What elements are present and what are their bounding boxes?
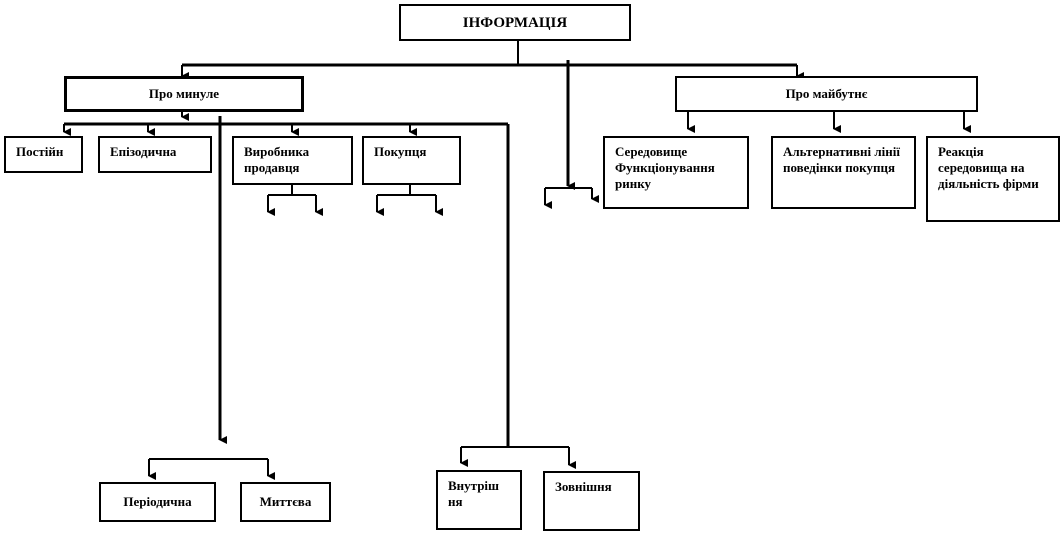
producer-seller-box: Виробника продавця (232, 136, 353, 185)
instant-label: Миттєва (259, 494, 312, 509)
episodic-box: Епізодична (98, 136, 212, 173)
periodic-box: Періодична (99, 482, 216, 522)
alternatives-label: Альтернативні лінії поведінки покупця (783, 144, 900, 175)
periodic-label: Періодична (123, 494, 192, 509)
constant-label: Постійн (16, 144, 64, 159)
external-label: Зовнішня (555, 479, 612, 494)
buyer-box: Покупця (362, 136, 461, 185)
external-box: Зовнішня (543, 471, 640, 531)
alternatives-box: Альтернативні лінії поведінки покупця (771, 136, 916, 209)
future-label: Про майбутнє (785, 86, 868, 101)
episodic-label: Епізодична (110, 144, 177, 159)
internal-label: Внутріш ня (448, 478, 500, 509)
root-label: ІНФОРМАЦІЯ (462, 14, 568, 31)
constant-box: Постійн (4, 136, 83, 173)
internal-box: Внутріш ня (436, 470, 522, 530)
environment-box: Середовище Функціонування ринку (603, 136, 749, 209)
past-box: Про минуле (64, 76, 304, 112)
producer-seller-label: Виробника продавця (244, 144, 310, 175)
buyer-label: Покупця (374, 144, 427, 159)
root-box: ІНФОРМАЦІЯ (399, 4, 631, 41)
environment-label: Середовище Функціонування ринку (615, 144, 715, 191)
future-box: Про майбутнє (675, 76, 978, 112)
reaction-label: Реакція середовища на діяльність фірми (938, 144, 1039, 191)
reaction-box: Реакція середовища на діяльність фірми (926, 136, 1060, 222)
past-label: Про минуле (148, 86, 220, 101)
instant-box: Миттєва (240, 482, 331, 522)
